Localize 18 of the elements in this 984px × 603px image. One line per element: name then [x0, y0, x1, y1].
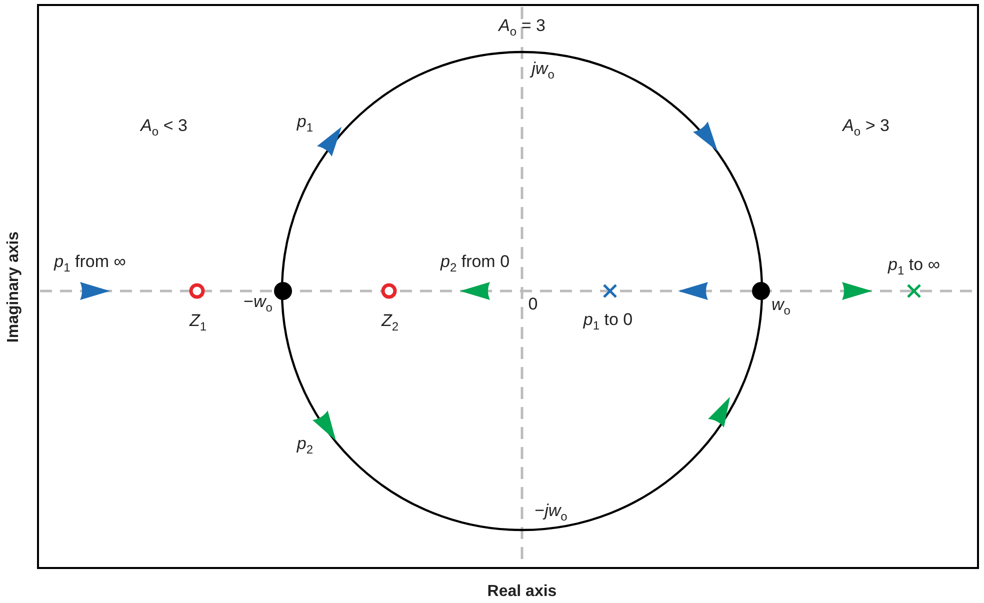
axis-value-label: −w$_{o}$ [244, 293, 272, 315]
axis-value-label: w$_{o}$ [772, 296, 790, 318]
axis-value-label: −jw$_{o}$ [534, 502, 568, 524]
locus-label: p$_{2}$ from 0 [440, 253, 510, 275]
pole-label: p$_{2}$ [296, 435, 314, 457]
locus-label: p$_{1}$ to 0 [583, 311, 633, 333]
axis-title: Imaginary axis [5, 231, 23, 343]
zero-label: Z$_{1}$ [189, 312, 207, 334]
region-label: A$_{o}$ > 3 [842, 117, 890, 139]
axis-value-label: 0 [528, 296, 538, 314]
axis-value-label: jw$_{o}$ [532, 60, 554, 82]
region-label: A$_{o}$ < 3 [140, 117, 188, 139]
zero-label: Z$_{2}$ [381, 312, 399, 334]
axis-title: Real axis [487, 583, 557, 601]
locus-label: p$_{1}$ to ∞ [888, 256, 940, 278]
locus-label: p$_{1}$ from ∞ [54, 253, 126, 275]
pole-label: p$_{1}$ [296, 113, 314, 135]
gain-label: A$_{o}$ = 3 [498, 17, 546, 39]
